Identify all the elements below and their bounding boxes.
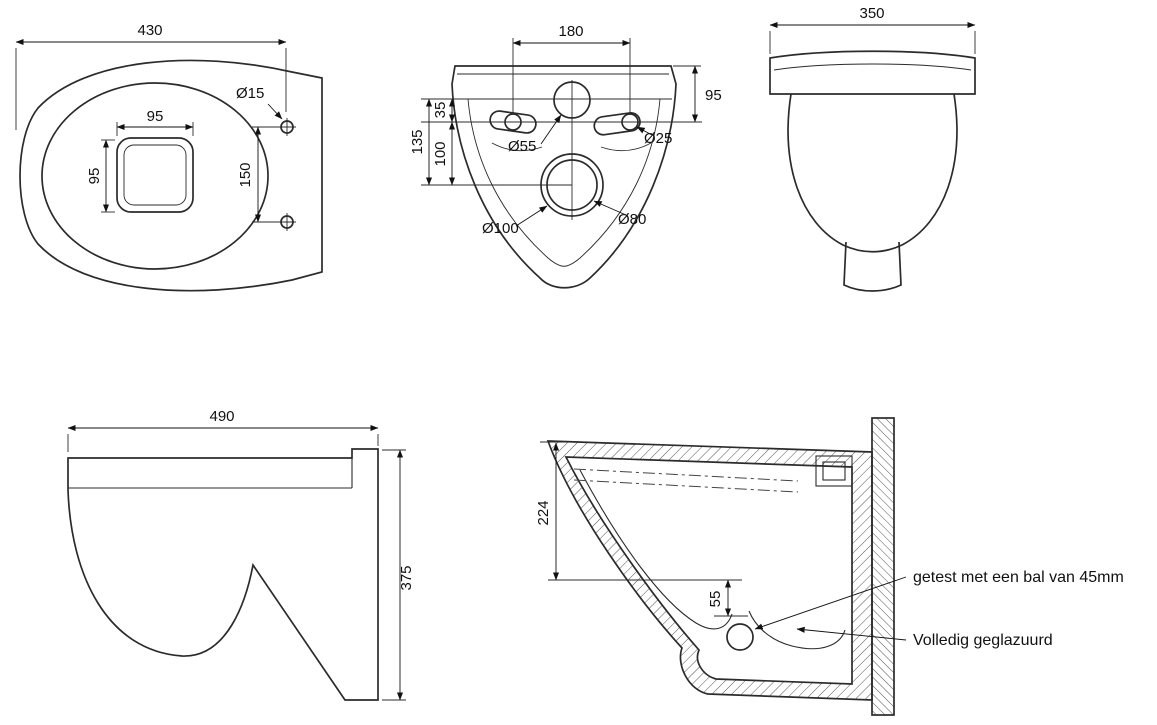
wall-plate: [871, 417, 895, 716]
dim-490: 490: [209, 408, 234, 425]
dim-180: 180: [558, 23, 583, 40]
dim-dia100-label: Ø100: [482, 220, 519, 237]
note-ball-test: getest met een bal van 45mm: [913, 569, 1124, 586]
front-view: 350: [769, 5, 976, 292]
dim-150: 150: [237, 162, 254, 187]
dim-100: 100: [432, 141, 449, 166]
keyhole-slot-left: [489, 110, 543, 152]
drain-inner-circle: [546, 159, 598, 211]
front-rim-band: [769, 50, 976, 95]
dim-dia55-label: Ø55: [508, 138, 536, 155]
dim-95-vertical: 95: [86, 168, 103, 185]
back-view: 180 95 135 35 100 Ø55 Ø25 Ø100 Ø80: [409, 23, 722, 289]
drain-outer-circle: [540, 153, 604, 217]
inlet-circle: [553, 81, 591, 119]
side-profile: [67, 448, 379, 701]
mounting-hole-top: [278, 118, 296, 136]
section-view: 224 55 getest met een bal van 45mm Volle…: [535, 417, 1124, 716]
dim-224: 224: [535, 500, 552, 525]
mounting-hole-bottom: [278, 213, 296, 231]
keyhole-slot-right: [593, 112, 652, 152]
dim-dia80-label: Ø80: [618, 211, 646, 228]
dim-55: 55: [707, 591, 724, 608]
section-body: [546, 440, 873, 701]
front-bowl: [787, 93, 958, 253]
center-square-inner: [123, 144, 187, 206]
dim-95-horizontal: 95: [147, 108, 164, 125]
dim-430: 430: [137, 22, 162, 39]
dim-35: 35: [432, 102, 449, 119]
side-view: 490 375: [67, 408, 415, 701]
fixing-boss-inner: [822, 461, 846, 481]
dim-375: 375: [398, 565, 415, 590]
top-view: 430 Ø15 95 95 150: [15, 22, 323, 292]
dim-350: 350: [859, 5, 884, 22]
fixing-boss-outer: [815, 455, 853, 487]
test-ball: [726, 623, 754, 651]
center-square-outer: [116, 137, 194, 213]
dim-135: 135: [409, 129, 426, 154]
seat-opening: [41, 82, 269, 270]
dim-95-right: 95: [705, 87, 722, 104]
dim-dia15-label: Ø15: [236, 85, 264, 102]
note-glazed: Volledig geglazuurd: [913, 632, 1053, 649]
front-outlet: [843, 241, 902, 292]
